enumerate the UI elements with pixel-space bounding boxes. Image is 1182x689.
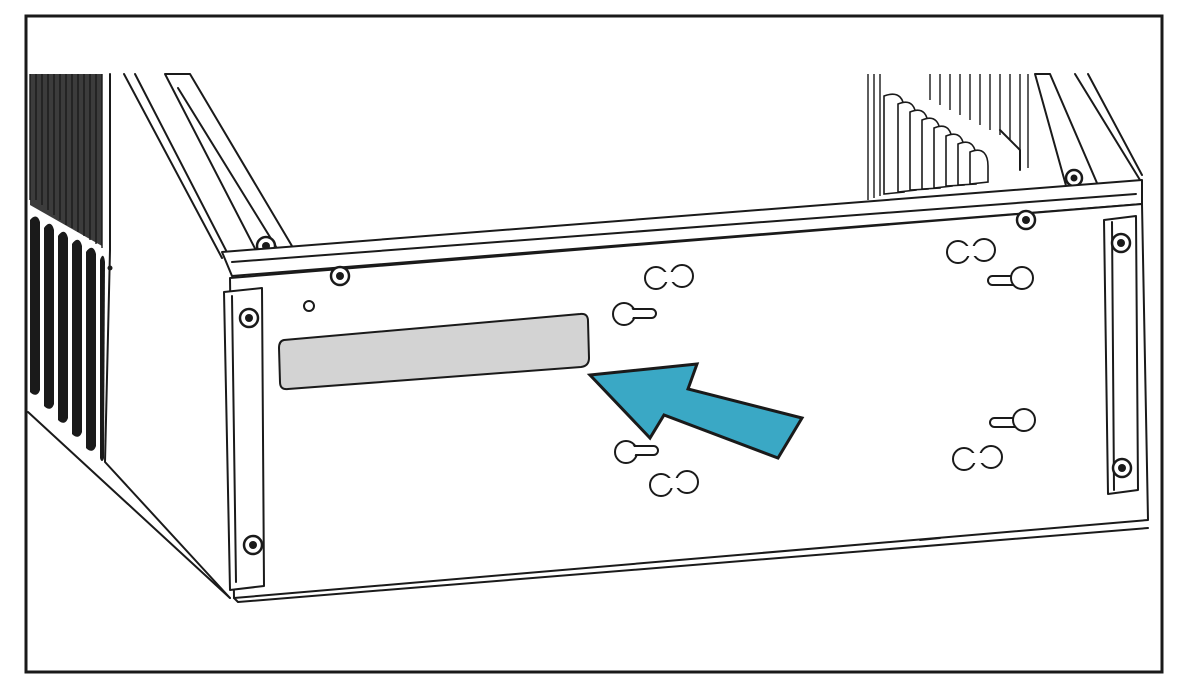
keyhole-slot [612,302,657,326]
lip-screw-right [1015,209,1037,231]
heatsink-fins [867,74,1029,200]
strip-screw-right-bottom [1111,457,1133,479]
rating-label-plate [277,312,591,391]
left-vent-grille [29,74,105,461]
keyhole-slot-group-left [612,264,699,497]
keyhole-slot [946,238,996,264]
strip-screw-left-top [238,307,260,329]
keyhole-slot [649,470,699,497]
keyhole-slot [644,264,694,290]
keyhole-slot-group-right [946,238,1036,471]
pointer-arrow [586,362,805,460]
keyhole-slot [989,408,1036,432]
left-side-panel [27,73,231,599]
lip-screw-left [329,265,351,287]
keyhole-slot [614,440,659,464]
right-mounting-strip [1103,215,1139,495]
strip-screw-left-bottom [242,534,264,556]
strip-screw-right-top [1110,232,1132,254]
keyhole-slot [987,266,1034,290]
left-mounting-strip [223,287,265,591]
rail-screw-right [1064,168,1084,188]
right-rail [1034,73,1143,201]
keyhole-slot [952,445,1003,471]
small-hole [303,300,315,312]
